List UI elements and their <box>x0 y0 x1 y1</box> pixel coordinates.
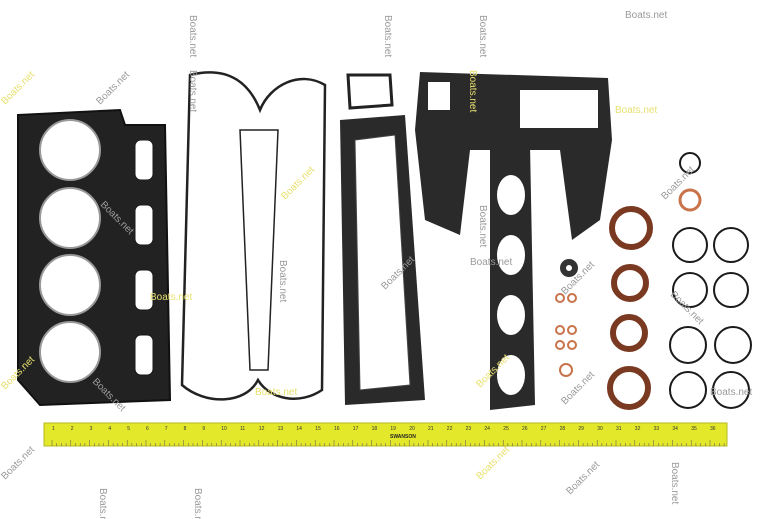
ruler-number: 17 <box>353 426 359 432</box>
ruler-number: 7 <box>165 426 168 432</box>
watermark: Boats.net <box>477 15 488 57</box>
small-gasket <box>346 73 394 110</box>
ruler-number: 31 <box>616 426 622 432</box>
watermark: Boats.net <box>277 260 288 302</box>
watermark: Boats.net <box>470 257 512 268</box>
watermark: Boats.net <box>187 70 198 112</box>
watermark: Boats.net <box>477 205 488 247</box>
ruler-number: 10 <box>221 426 227 432</box>
watermark: Boats.net <box>564 459 602 497</box>
ruler-number: 2 <box>71 426 74 432</box>
ruler-number: 28 <box>560 426 566 432</box>
watermark: Boats.net <box>0 444 37 482</box>
ruler-number: 3 <box>90 426 93 432</box>
ruler-number: 32 <box>635 426 641 432</box>
ruler-number: 20 <box>409 426 415 432</box>
ruler-number: 33 <box>654 426 660 432</box>
ruler-number: 11 <box>240 426 245 432</box>
watermark: Boats.net <box>94 69 132 107</box>
ruler-number: 15 <box>315 426 321 432</box>
watermark: Boats.net <box>279 164 317 202</box>
watermark: Boats.net <box>625 10 667 21</box>
ruler-number: 23 <box>466 426 472 432</box>
ruler-number: 26 <box>522 426 528 432</box>
ruler-number: 30 <box>597 426 603 432</box>
watermark: Boats.net <box>97 488 108 519</box>
copper-rings <box>555 188 702 377</box>
intake-gasket <box>490 145 535 410</box>
ruler-number: 18 <box>372 426 378 432</box>
exhaust-gasket <box>340 115 425 405</box>
watermark: Boats.net <box>615 105 657 116</box>
ruler-number: 36 <box>710 426 716 432</box>
ruler-number: 16 <box>334 426 340 432</box>
cover-gasket <box>180 71 327 401</box>
adapter-gasket <box>415 72 612 240</box>
ruler-number: 27 <box>541 426 547 432</box>
ruler-number: 19 <box>390 426 396 432</box>
ruler-number: 4 <box>108 426 111 432</box>
ruler-number: 25 <box>503 426 509 432</box>
ruler-number: 9 <box>202 426 205 432</box>
head-gasket <box>17 108 172 407</box>
watermark: Boats.net <box>255 387 297 398</box>
ruler-number: 8 <box>184 426 187 432</box>
watermark: Boats.net <box>0 69 37 107</box>
watermark: Boats.net <box>710 387 752 398</box>
watermark: Boats.net <box>659 164 697 202</box>
ruler-brand: SWANSON <box>390 434 416 440</box>
watermark: Boats.net <box>192 488 203 519</box>
watermark: Boats.net <box>668 289 706 327</box>
ruler-number: 5 <box>127 426 130 432</box>
o-rings <box>669 152 752 409</box>
ruler-number: 22 <box>447 426 453 432</box>
ruler-number: 24 <box>484 426 490 432</box>
watermark: Boats.net <box>187 15 198 57</box>
ruler-number: 14 <box>296 426 302 432</box>
ruler-number: 34 <box>672 426 678 432</box>
ruler-number: 29 <box>578 426 584 432</box>
ruler-number: 1 <box>52 426 55 432</box>
watermark: Boats.net <box>150 292 192 303</box>
ruler-number: 12 <box>259 426 265 432</box>
watermark: Boats.net <box>382 15 393 57</box>
oil-seals <box>560 206 653 410</box>
ruler-number: 21 <box>428 426 434 432</box>
watermark: Boats.net <box>474 444 512 482</box>
ruler-number: 13 <box>278 426 284 432</box>
watermark: Boats.net <box>467 70 478 112</box>
ruler-number: 6 <box>146 426 149 432</box>
ruler-number: 35 <box>691 426 697 432</box>
watermark: Boats.net <box>669 462 680 504</box>
